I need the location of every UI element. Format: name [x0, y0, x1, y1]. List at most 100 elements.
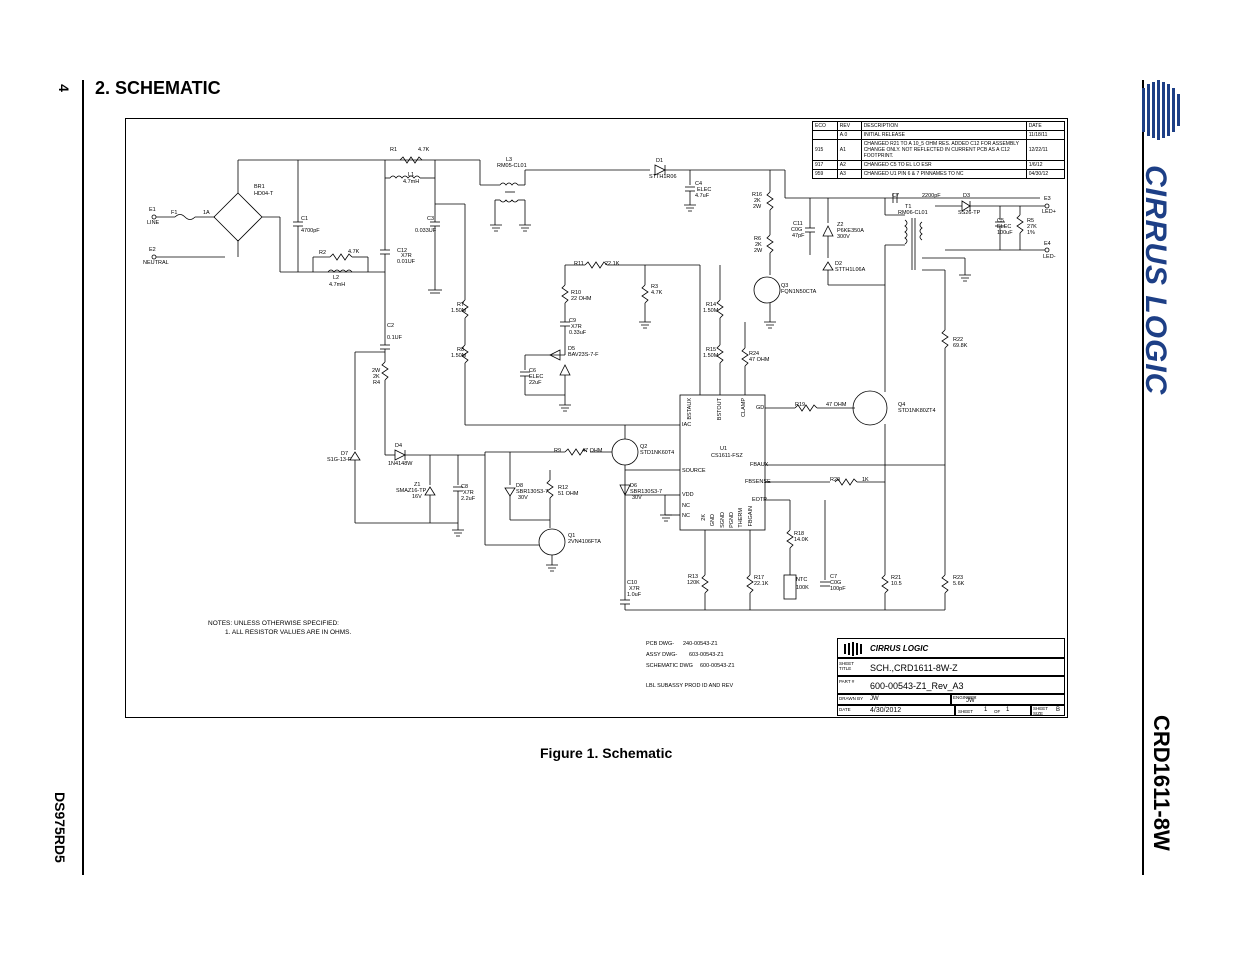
revision-header-row: ECO REV DESCRIPTION DATE: [812, 121, 1066, 131]
label-r18-value: 14.0K: [794, 537, 809, 543]
label-r13: R13: [688, 574, 699, 580]
label-r23: R23: [953, 575, 964, 581]
label-c3: C3: [427, 216, 435, 222]
label-d8-voltage: 30V: [518, 495, 528, 501]
assy-dwg-label: ASSY DWG-: [646, 652, 678, 658]
pin-source: SOURCE: [682, 468, 706, 474]
label-u1: U1: [720, 446, 728, 452]
table-row: 959 A3 CHANGED U1 PIN 6 & 7 PINNAMES TO …: [812, 169, 1066, 179]
revision-table: ECO REV DESCRIPTION DATE A.0 INITIAL REL…: [812, 121, 1066, 179]
label-r17: R17: [754, 575, 765, 581]
label-z1-voltage: 16V: [412, 494, 422, 500]
rev-code: A3: [836, 169, 862, 179]
label-r16-value: 2K: [754, 198, 761, 204]
label-c7-value: 2200pF: [922, 193, 941, 199]
label-e3: E3: [1044, 196, 1051, 202]
label-c5-type: ELEC: [997, 224, 1012, 230]
rev-code: A2: [836, 160, 862, 170]
label-c10-type: X7R: [629, 586, 640, 592]
label-d1: D1: [656, 158, 664, 164]
label-d8-value: SBR130S3-7: [516, 489, 549, 495]
title-block-size-cell: SHEET SIZE B: [1031, 705, 1065, 716]
label-d4: D4: [395, 443, 403, 449]
pin-eotp: EOTP: [752, 497, 767, 503]
label-d5-value: BAV23S-7-F: [568, 352, 599, 358]
label-l2-value: 4.7mH: [329, 282, 346, 288]
label-c1-value: 4700pF: [301, 228, 320, 234]
sheet-label: SHEET: [958, 709, 974, 714]
label-c5: C5: [997, 218, 1005, 224]
label-c3-value: 0.033UF: [415, 228, 437, 234]
of-label: OF: [994, 709, 1001, 714]
label-q1: Q1: [568, 533, 576, 539]
drawn-label: DRAWN BY: [839, 696, 864, 701]
title-block-engineer-cell: ENGINEER JW: [951, 694, 1065, 705]
label-l1-value: 4.7mH: [403, 179, 420, 185]
label-r21-value: 10.5: [891, 581, 902, 587]
engineer: JW: [966, 698, 975, 704]
part-label: PART #: [839, 679, 855, 684]
label-q4-value: STD1NK80ZT4: [898, 408, 936, 414]
rev-header-description: DESCRIPTION: [860, 121, 1027, 131]
label-r16: R16: [752, 192, 763, 198]
label-c12-value: 0.01UF: [397, 259, 416, 265]
cirrus-logo-icon: [1142, 80, 1180, 140]
label-r1: R1: [390, 147, 398, 153]
label-d3-value: SS26-TP: [958, 210, 981, 216]
label-c6-value: 22uF: [529, 380, 542, 386]
label-r6-value: 2K: [755, 242, 762, 248]
notes-heading: NOTES: UNLESS OTHERWISE SPECIFIED:: [208, 620, 339, 627]
label-r9-value: 47 OHM: [582, 448, 603, 454]
schematic-frame: [125, 118, 1068, 718]
label-br1: BR1: [254, 184, 265, 190]
section-title: 2. SCHEMATIC: [95, 78, 221, 98]
label-r8-value: 1.50M: [451, 353, 467, 359]
title-block-sheet-title-cell: SHEET TITLE SCH.,CRD1611-8W-Z: [837, 658, 1065, 676]
label-d4-value: 1N4148W: [388, 461, 413, 467]
label-r19-value: 47 OHM: [826, 402, 847, 408]
pin-therm: THERM: [738, 508, 744, 528]
sch-dwg: 600-00543-Z1: [700, 663, 735, 669]
bom-label: LBL SUBASSY PROD ID AND REV: [646, 683, 734, 689]
label-l3: L3: [506, 157, 513, 163]
label-c7b: C7: [830, 574, 838, 580]
label-c4-type: ELEC: [697, 187, 712, 193]
sheet-title: SCH.,CRD1611-8W-Z: [870, 663, 958, 673]
label-t1: T1: [905, 204, 912, 210]
label-u1-value: CS1611-FSZ: [711, 453, 743, 459]
label-e4: E4: [1044, 241, 1051, 247]
label-r6-power: 2W: [754, 248, 763, 254]
label-c7b-type: C0G: [830, 580, 842, 586]
label-d2-value: STTH1L06A: [835, 267, 866, 273]
pin-2k: 2K: [701, 514, 707, 521]
pin-clamp: CLAMP: [741, 398, 747, 417]
label-c4: C4: [695, 181, 703, 187]
drawn-by: JW: [870, 696, 879, 702]
title-block-logo-cell: CIRRUS LOGIC: [837, 638, 1065, 658]
part-number: 600-00543-Z1_Rev_A3: [870, 681, 964, 691]
label-r6: R6: [754, 236, 762, 242]
label-r11: R11: [574, 261, 584, 267]
sch-dwg-label: SCHEMATIC DWG: [646, 663, 693, 669]
label-e1: E1: [149, 207, 156, 213]
label-r10: R10: [571, 290, 582, 296]
pin-bstout: BSTOUT: [717, 398, 723, 421]
date-label: DATE: [839, 707, 851, 712]
label-c10-value: 1.0uF: [627, 592, 642, 598]
pcb-dwg: 240-00543-Z1: [683, 641, 718, 647]
label-c11: C11: [793, 221, 803, 227]
label-d3: D3: [963, 193, 971, 199]
label-c2: C2: [387, 323, 395, 329]
sheet-size: B: [1056, 707, 1061, 713]
label-led-minus: LED-: [1043, 254, 1056, 260]
cirrus-small-logo-icon: [844, 642, 862, 656]
label-d5: D5: [568, 346, 576, 352]
label-z1-value: SMAZ16-TP: [396, 488, 427, 494]
rev-code: A.0: [836, 130, 862, 140]
label-r4-power: 2W: [372, 368, 381, 374]
label-r4-value: 2K: [373, 374, 380, 380]
rev-description: CHANGED R21 TO A 10_5 OHM RES. ADDED C12…: [860, 139, 1027, 161]
rev-eco: [812, 130, 838, 140]
label-r23-value: 5.6K: [953, 581, 965, 587]
